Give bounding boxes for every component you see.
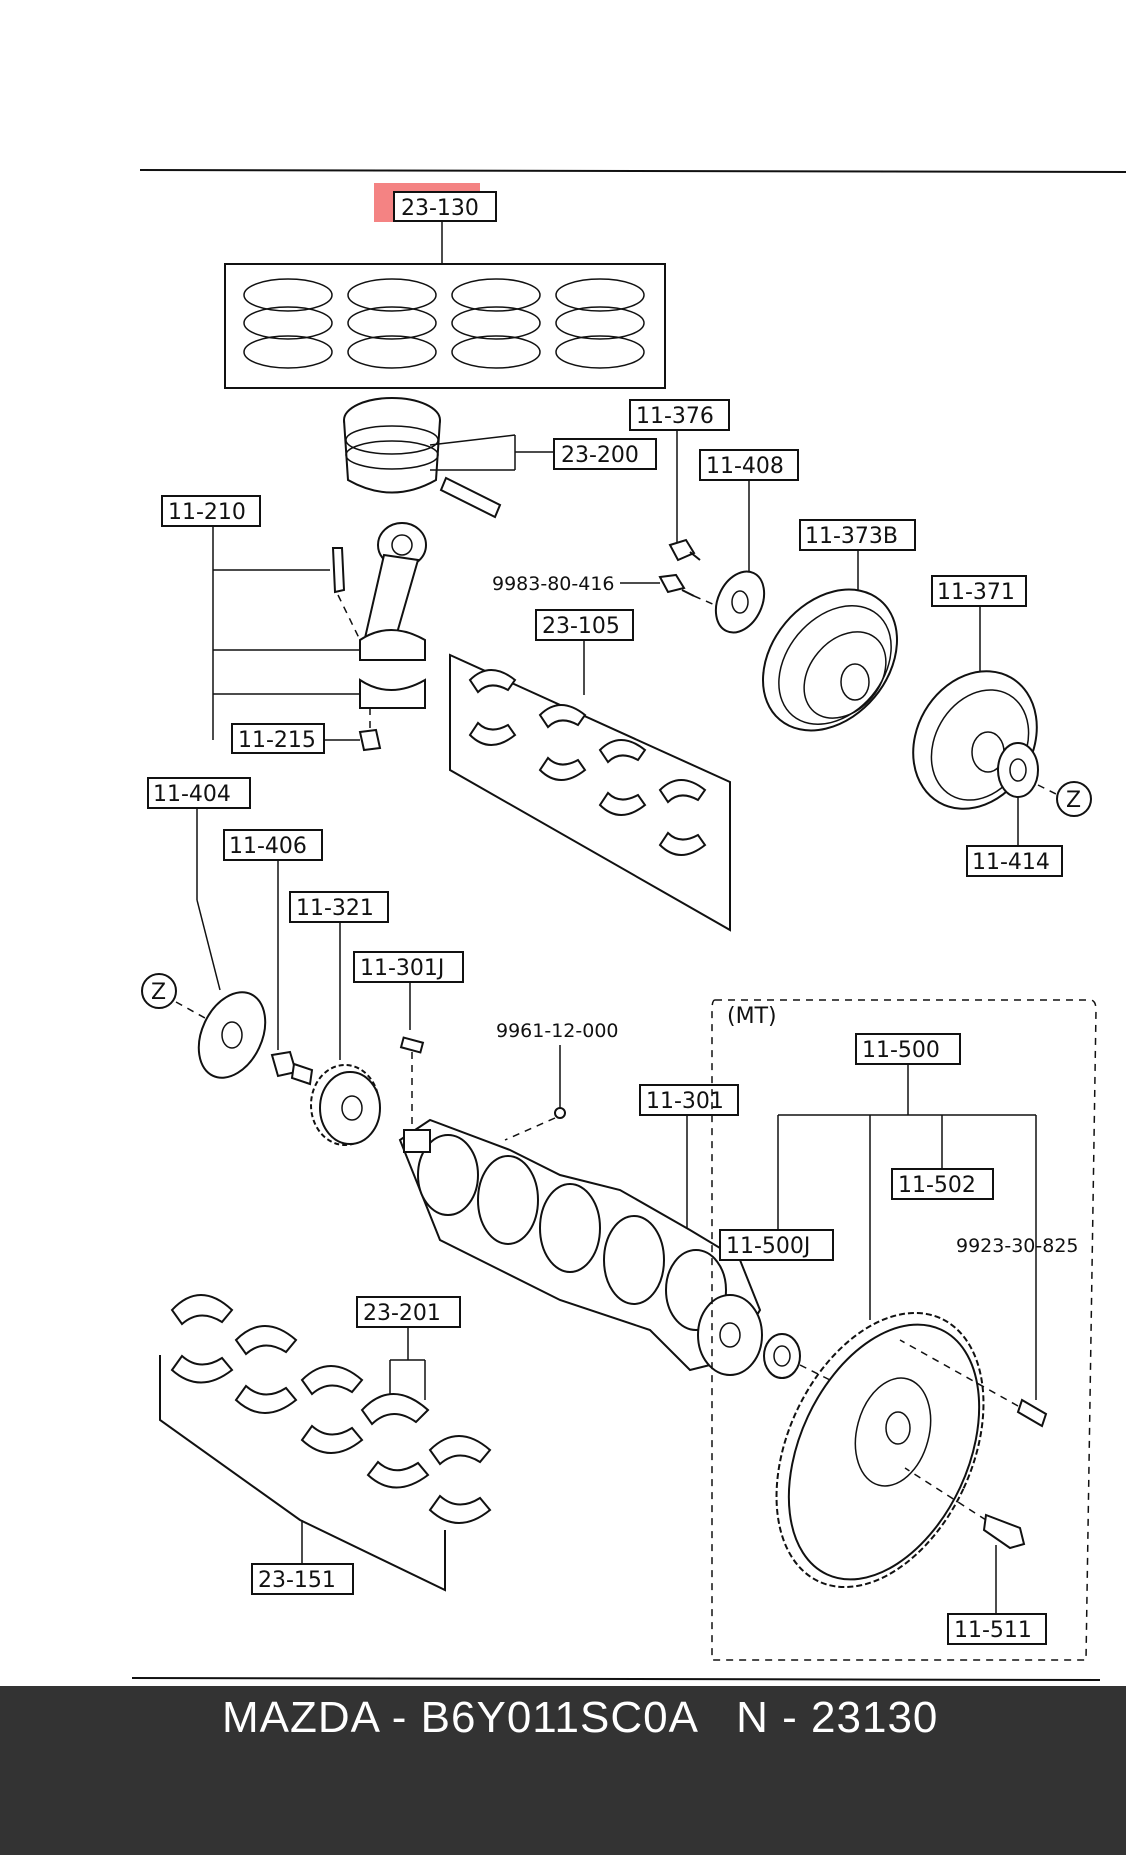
label-11-215: 11-215 — [238, 728, 316, 753]
label-11-408: 11-408 — [706, 454, 784, 479]
label-z-right: Z — [1066, 788, 1081, 813]
label-11-406: 11-406 — [229, 834, 307, 859]
part-9983-80-416-bolt[interactable] — [620, 573, 716, 606]
part-11-404-plate[interactable] — [147, 777, 278, 1088]
part-number-caption: MAZDA - B6Y011SC0A N - 23130 — [222, 1693, 939, 1742]
part-11-210-connecting-rod[interactable] — [161, 495, 427, 740]
footer-bar — [0, 1686, 1126, 1855]
part-11-301-crankshaft[interactable] — [398, 1084, 763, 1376]
part-11-500-flywheel[interactable] — [735, 1033, 1037, 1620]
part-11-502-ring-gear[interactable] — [891, 1168, 994, 1200]
label-23-151: 23-151 — [258, 1568, 336, 1593]
label-11-321: 11-321 — [296, 896, 374, 921]
part-23-130-piston-rings[interactable] — [224, 191, 666, 389]
label-11-301: 11-301 — [646, 1089, 724, 1114]
label-9983-80-416: 9983-80-416 — [492, 573, 615, 595]
label-11-376: 11-376 — [636, 404, 714, 429]
label-11-404: 11-404 — [153, 782, 231, 807]
label-11-210: 11-210 — [168, 500, 246, 525]
label-11-414: 11-414 — [972, 850, 1050, 875]
part-11-408-plate[interactable] — [699, 449, 799, 640]
label-11-500: 11-500 — [862, 1038, 940, 1063]
part-11-371-pulley[interactable] — [889, 575, 1061, 845]
label-11-511: 11-511 — [954, 1618, 1032, 1643]
part-23-200-piston[interactable] — [343, 397, 657, 519]
part-23-151-main-bearings[interactable] — [159, 1294, 492, 1595]
label-11-371: 11-371 — [937, 580, 1015, 605]
callout-z-left — [141, 973, 206, 1019]
label-23-200: 23-200 — [561, 443, 639, 468]
label-11-500j: 11-500J — [726, 1234, 810, 1259]
part-23-201-thrust-bearing[interactable] — [356, 1296, 461, 1400]
part-11-373b-pulley[interactable] — [735, 519, 924, 757]
parts-diagram: 23-130 23-200 11-376 11-408 11-210 11-37… — [131, 169, 1126, 1681]
label-z-left: Z — [151, 980, 166, 1005]
part-11-301j-key[interactable] — [353, 951, 464, 1130]
part-11-406-bolt[interactable] — [223, 829, 323, 1086]
part-11-500j-bearing[interactable] — [719, 1229, 834, 1381]
label-23-105: 23-105 — [542, 614, 620, 639]
label-11-373b: 11-373B — [805, 524, 898, 549]
part-11-414-plate[interactable] — [966, 845, 1063, 877]
callout-z-right — [1056, 781, 1092, 817]
label-9961-12-000: 9961-12-000 — [496, 1020, 619, 1042]
part-11-376-bolt[interactable] — [629, 399, 730, 562]
part-11-511-bolt[interactable] — [904, 1467, 1047, 1645]
part-9961-12-000-plug[interactable] — [504, 1045, 566, 1141]
part-9923-30-825-dowel[interactable] — [899, 1339, 1048, 1428]
part-11-215-nut[interactable] — [231, 708, 382, 754]
label-mt: (MT) — [727, 1004, 777, 1029]
part-23-105-bearings[interactable] — [449, 609, 731, 932]
label-23-201: 23-201 — [363, 1301, 441, 1326]
label-9923-30-825: 9923-30-825 — [956, 1235, 1079, 1257]
label-23-130: 23-130 — [401, 196, 479, 221]
part-11-321-gear[interactable] — [289, 891, 389, 1146]
mt-group — [711, 999, 1097, 1661]
label-11-502: 11-502 — [898, 1173, 976, 1198]
label-11-301j: 11-301J — [360, 956, 444, 981]
